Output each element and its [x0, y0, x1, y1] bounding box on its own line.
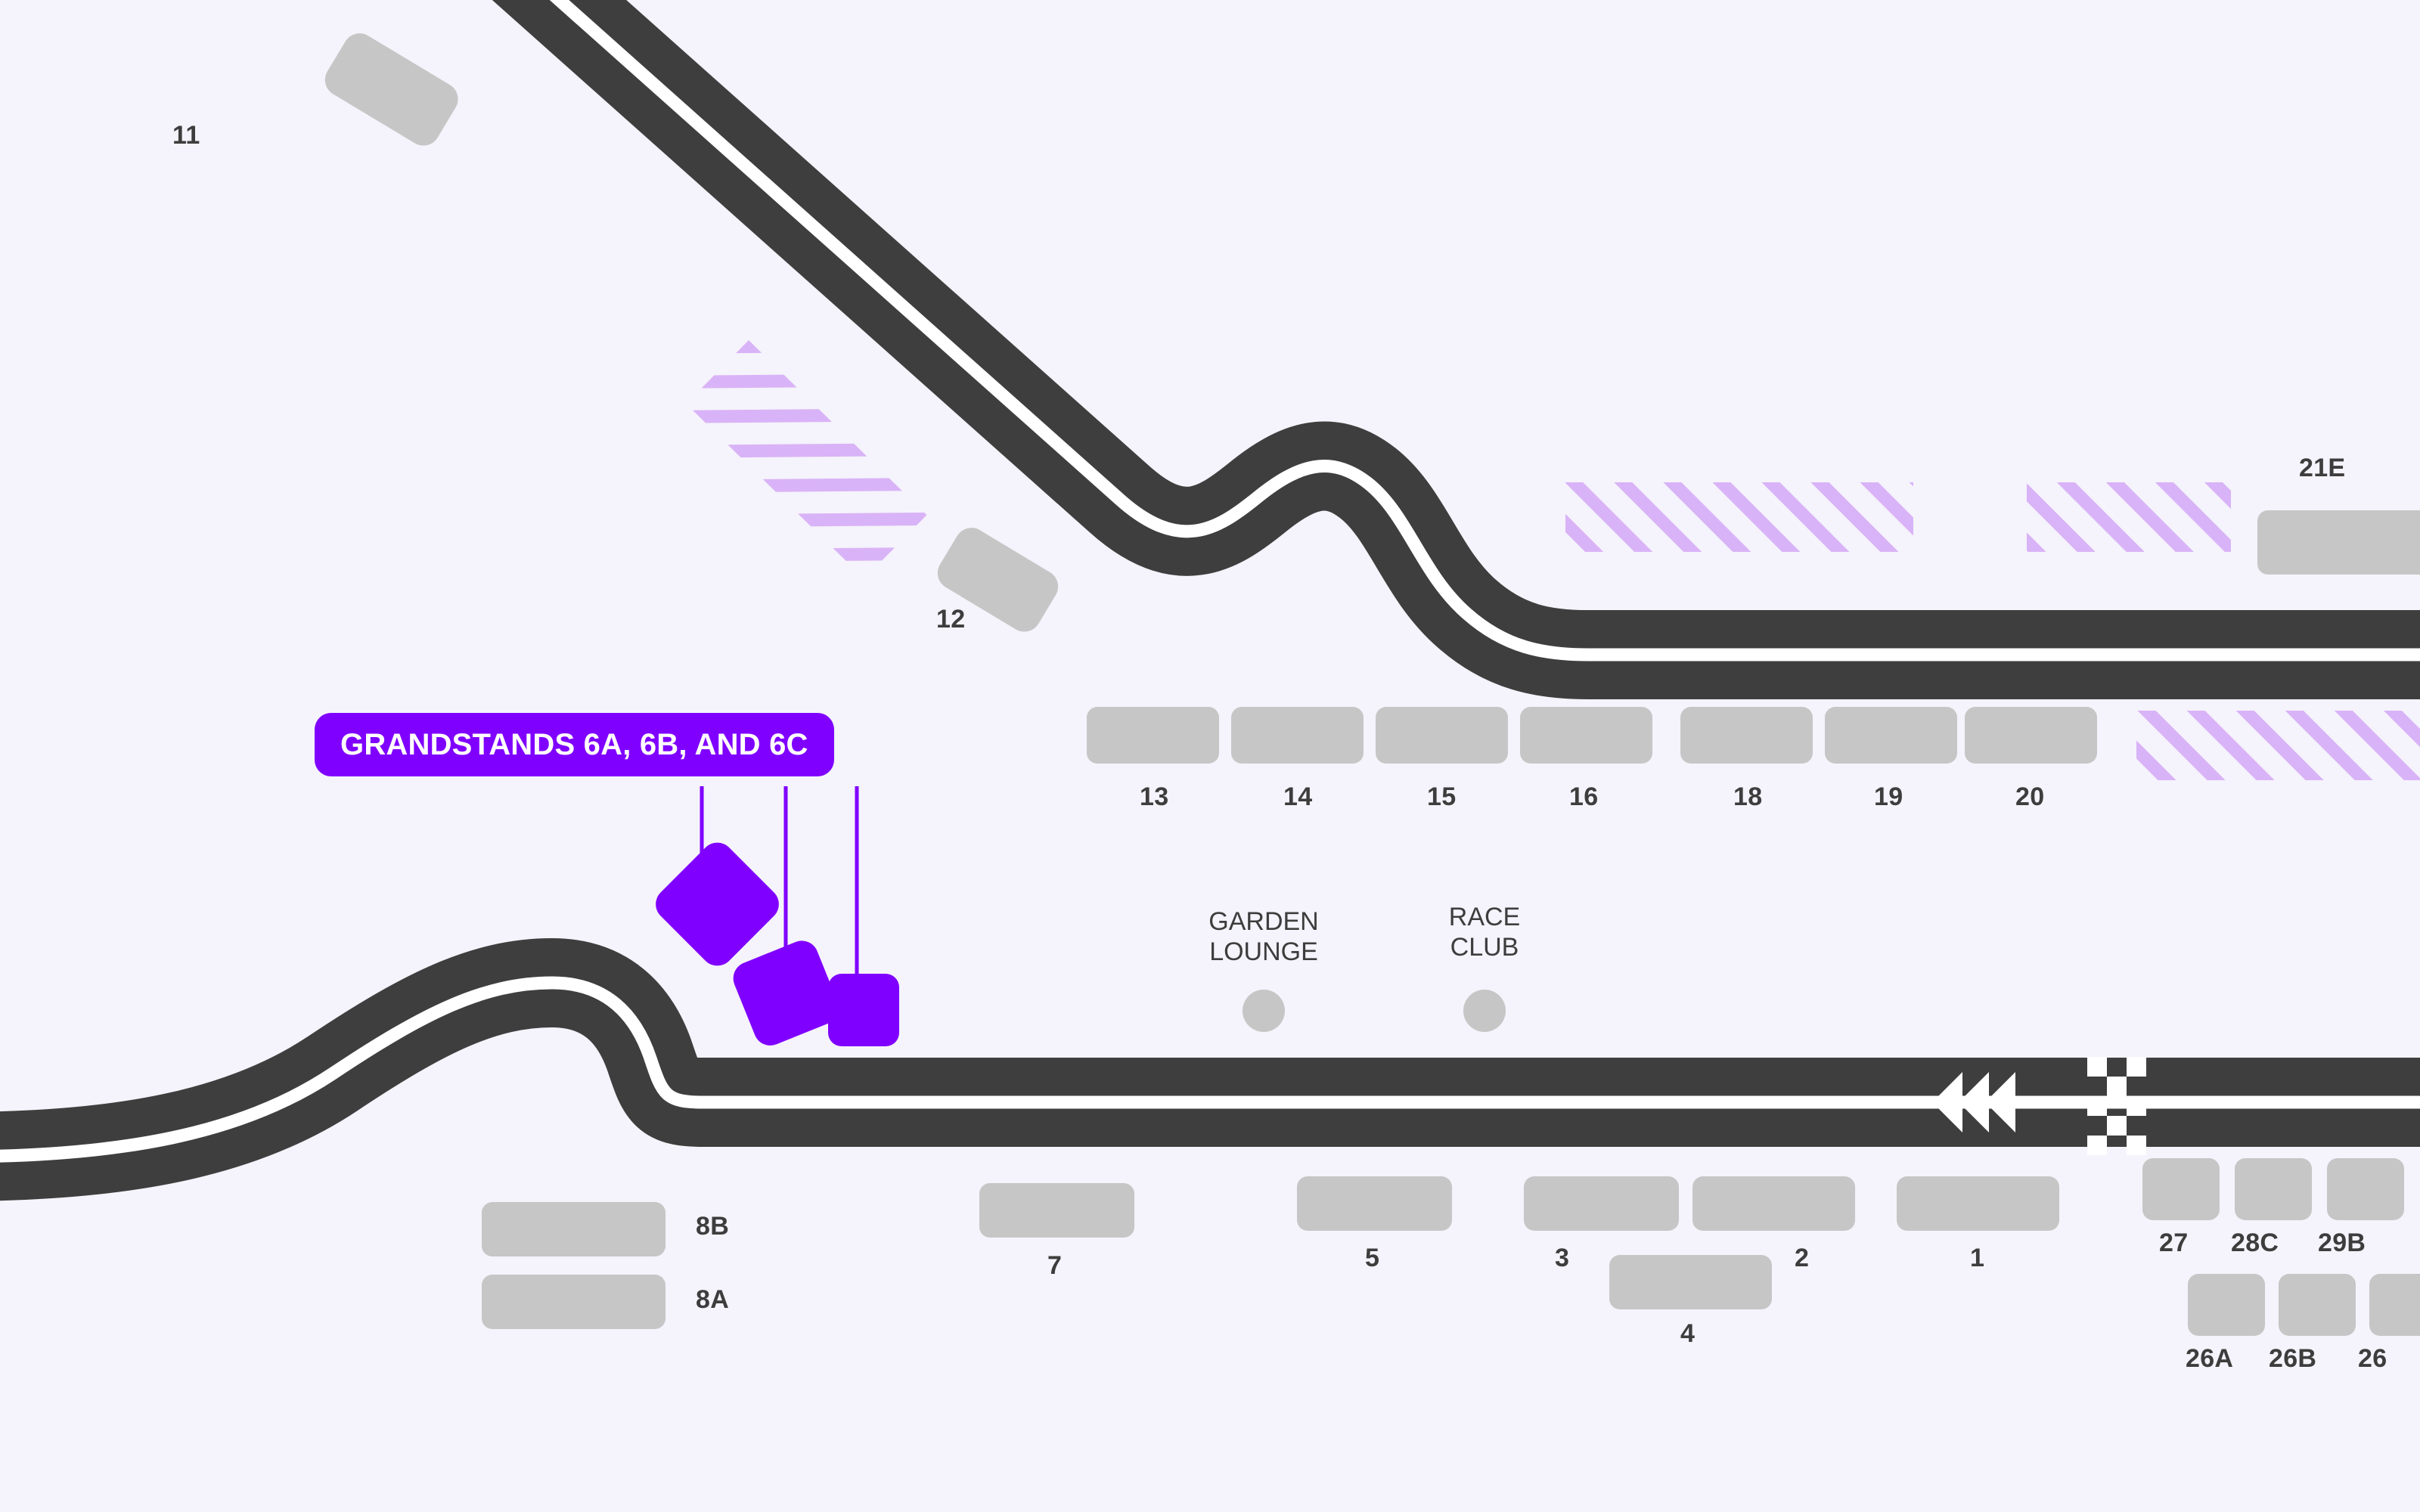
grandstand-shape-4: [1609, 1255, 1772, 1309]
track: [0, 0, 2420, 1201]
grandstand-label-14: 14: [1283, 782, 1313, 811]
hatch-strip-upper-a: [1565, 482, 1913, 552]
grandstand-shape-1: [1897, 1176, 2059, 1231]
grandstand-label-21E: 21E: [2299, 454, 2346, 482]
grandstand-label-7: 7: [1047, 1251, 1063, 1280]
grandstand-label-16: 16: [1569, 782, 1599, 811]
grandstand-label-13: 13: [1140, 782, 1169, 811]
grandstand-shape-8B: [482, 1202, 666, 1256]
grandstand-label-12: 12: [936, 605, 966, 634]
start-finish-checker-icon: [2087, 1057, 2146, 1155]
grandstand-label-3: 3: [1555, 1244, 1570, 1272]
grandstand-shape-2: [1692, 1176, 1855, 1231]
hatched-runoff-areas: [686, 340, 2420, 780]
grandstand-label-26C: 26: [2358, 1344, 2387, 1373]
grandstand-shape-20: [1965, 707, 2097, 764]
grandstand-callout-tooltip[interactable]: GRANDSTANDS 6A, 6B, AND 6C: [315, 713, 834, 776]
grandstand-shape-3: [1524, 1176, 1679, 1231]
track-lower-asphalt: [0, 938, 2420, 1201]
grandstand-shape-8A: [482, 1275, 666, 1329]
grandstand-label-8B: 8B: [696, 1212, 730, 1241]
grandstand-label-28C: 28C: [2231, 1228, 2279, 1257]
grandstand-shape-16: [1520, 707, 1652, 764]
grandstand-label-1: 1: [1970, 1244, 1985, 1272]
grandstand-label-27: 27: [2159, 1228, 2189, 1257]
grandstand-shape-12: [937, 528, 1059, 632]
grandstand-label-8A: 8A: [696, 1285, 730, 1314]
highlighted-grandstands[interactable]: [649, 835, 899, 1050]
grandstand-shape-15: [1376, 707, 1508, 764]
grandstand-shape-21E: [2257, 510, 2420, 575]
poi-label-race-club: RACE CLUB: [1448, 903, 1521, 962]
grandstand-shape-7: [979, 1183, 1134, 1238]
grandstand-shape-18: [1680, 707, 1813, 764]
grandstand-label-26A: 26A: [2186, 1344, 2234, 1373]
grandstand-shape-6C: [828, 974, 899, 1046]
hatch-strip-upper-b: [2027, 482, 2231, 552]
grandstand-label-15: 15: [1427, 782, 1457, 811]
track-upper-centerline: [549, 0, 2420, 662]
grandstand-label-5: 5: [1365, 1244, 1380, 1272]
grandstand-label-26B: 26B: [2269, 1344, 2317, 1373]
grandstand-shape-28C: [2235, 1158, 2312, 1220]
grandstand-shape-13: [1087, 707, 1219, 764]
hatch-strip-mid: [2136, 711, 2420, 780]
grandstand-label-29B: 29B: [2318, 1228, 2366, 1257]
poi-label-garden-lounge: GARDEN LOUNGE: [1208, 907, 1319, 967]
race-club-marker: [1463, 990, 1506, 1032]
grandstand-shape-26C: [2369, 1274, 2420, 1336]
grandstand-label-18: 18: [1733, 782, 1763, 811]
grandstand-label-2: 2: [1795, 1244, 1810, 1272]
grandstand-shape-14: [1231, 707, 1364, 764]
grandstand-shape-6B: [733, 940, 839, 1046]
grandstand-label-4: 4: [1680, 1319, 1696, 1348]
grandstand-shape-11: [324, 33, 458, 146]
garden-lounge-marker: [1243, 990, 1285, 1032]
grandstand-shape-19: [1825, 707, 1957, 764]
grandstand-shape-29B: [2327, 1158, 2404, 1220]
grandstand-shape-5: [1297, 1176, 1452, 1231]
track-lower-centerline: [0, 976, 2420, 1163]
grandstand-label-20: 20: [2015, 782, 2045, 811]
grandstand-shapes: [324, 33, 2420, 1336]
grandstand-shape-27: [2142, 1158, 2220, 1220]
grandstand-shape-26A: [2188, 1274, 2265, 1336]
grandstand-label-19: 19: [1874, 782, 1903, 811]
grandstand-shape-26B: [2279, 1274, 2356, 1336]
grandstand-label-11: 11: [172, 121, 200, 150]
grandstand-shape-6A: [656, 842, 779, 966]
direction-arrows-icon: [1932, 1072, 2015, 1132]
